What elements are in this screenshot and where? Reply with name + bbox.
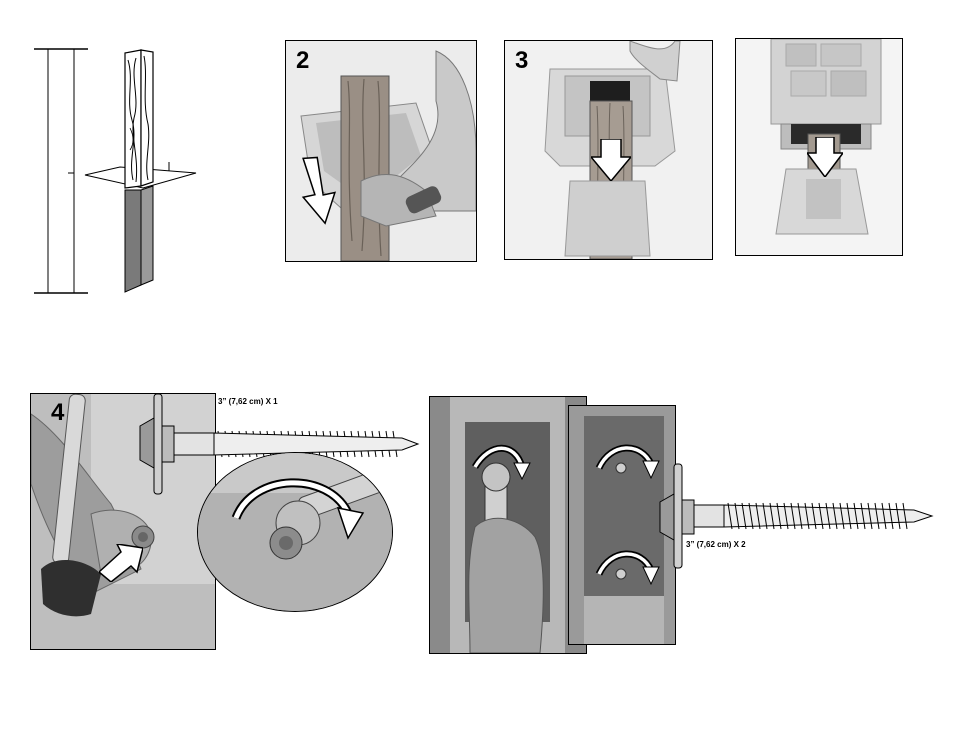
step-number: 4 — [51, 401, 64, 425]
cap-onto-base-panel — [735, 38, 903, 256]
down-arrow-icon — [300, 156, 338, 226]
step-2-panel: 2 — [285, 40, 477, 262]
step-number: 2 — [296, 49, 309, 73]
zoom-inset — [197, 452, 393, 612]
step-5-wrench-illustration — [430, 397, 586, 653]
post-diagram — [30, 40, 210, 300]
step-3-panel: 3 — [504, 40, 713, 260]
hammer-icon — [31, 394, 121, 624]
down-arrow-icon — [591, 139, 631, 181]
single-screw-caption: 3” (7,62 cm) X 1 — [218, 397, 278, 406]
hex-lag-screw-icon — [656, 462, 936, 572]
step-number: 3 — [515, 49, 528, 73]
step-5-wrench-panel — [429, 396, 587, 654]
double-screw-caption: 3” (7,62 cm) X 2 — [686, 540, 746, 549]
down-arrow-icon — [807, 137, 843, 177]
step-2-illustration — [286, 41, 476, 261]
push-arrow-icon — [99, 544, 143, 582]
